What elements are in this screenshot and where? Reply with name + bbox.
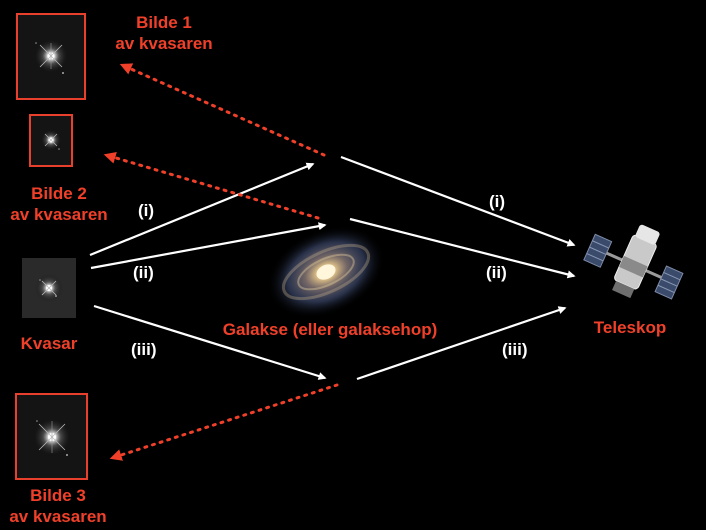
image-1-label-line2: av kvasaren xyxy=(115,34,213,53)
dotted-line-image-3 xyxy=(109,383,339,461)
galaxy-label: Galakse (eller galaksehop) xyxy=(222,320,438,339)
image-1-label: Bilde 1 av kvasaren xyxy=(104,12,224,54)
image-3-label-line1: Bilde 3 xyxy=(30,486,86,505)
apparent-directions xyxy=(103,63,339,461)
dotted-line-image-1 xyxy=(119,63,326,157)
quasar-label: Kvasar xyxy=(20,334,78,353)
galaxy-image xyxy=(267,225,385,319)
light-rays xyxy=(89,155,576,381)
path-label-i-right: (i) xyxy=(489,192,506,211)
quasar-image-1 xyxy=(16,13,86,100)
image-2-label-line2: av kvasaren xyxy=(10,205,108,224)
ray-iii-first xyxy=(93,304,327,380)
ray-iii-second xyxy=(356,306,567,381)
ray-ii-second xyxy=(349,217,576,279)
path-label-iii-left: (iii) xyxy=(131,340,157,359)
quasar-image-3 xyxy=(15,393,88,480)
image-1-label-line1: Bilde 1 xyxy=(136,13,192,32)
path-label-iii-right: (iii) xyxy=(502,340,528,359)
path-label-i-left: (i) xyxy=(138,201,155,220)
ray-i-second xyxy=(340,155,576,247)
image-2-label: Bilde 2 av kvasaren xyxy=(2,183,116,225)
dotted-line-image-2 xyxy=(103,151,320,220)
image-3-label-line2: av kvasaren xyxy=(9,507,107,526)
quasar-source-image xyxy=(22,258,76,318)
ray-ii-first xyxy=(90,222,327,270)
path-label-ii-left: (ii) xyxy=(133,263,154,282)
path-label-ii-right: (ii) xyxy=(486,263,507,282)
telescope-label: Teleskop xyxy=(593,318,667,337)
quasar-image-2 xyxy=(29,114,73,167)
telescope-image xyxy=(583,224,684,300)
image-2-label-line1: Bilde 2 xyxy=(31,184,87,203)
image-3-label: Bilde 3 av kvasaren xyxy=(1,485,115,527)
ray-i-first xyxy=(89,162,315,257)
